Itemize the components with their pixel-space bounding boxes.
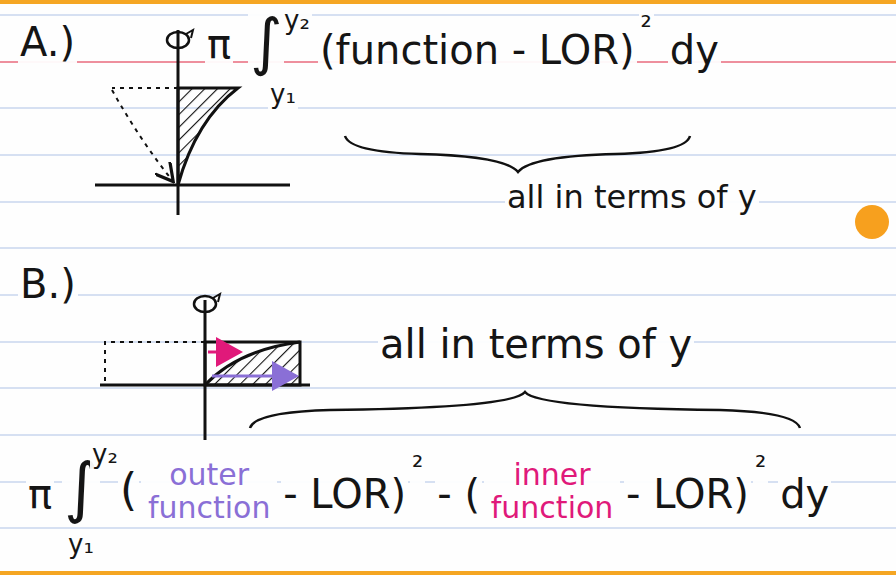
brace [345,136,690,172]
rotation-symbol [186,30,193,38]
pi-symbol: π [205,22,233,66]
page-border [0,0,896,4]
exponent: ² [410,452,425,483]
section-letter: A.) [18,20,77,64]
integrand-part: - LOR) [624,472,751,516]
integrand-part: - ( [435,472,482,516]
ruled-lines [0,15,896,528]
inner-function: inner function [484,458,620,524]
page-border [0,571,896,575]
lower-limit: y₁ [66,530,96,559]
shaded-region [205,342,300,385]
inner-radius-arrow [208,351,240,354]
lower-limit: y₁ [268,80,298,109]
curve [205,342,300,385]
brace [250,392,800,428]
axis-of-rotation [204,300,207,440]
mirror-outline [105,342,205,385]
differential: dy [778,472,831,516]
exponent: ² [639,12,654,43]
rotation-symbol [213,294,220,302]
rotation-symbol [194,296,216,312]
upper-limit: y₂ [282,6,312,35]
pi-symbol: π [26,472,54,516]
integrand: (function - LOR) [318,28,637,72]
outer-function: outer function [141,458,277,524]
upper-limit: y₂ [90,440,120,469]
section-letter: B.) [18,262,78,306]
axis-of-rotation [177,30,180,215]
paren: ( [118,466,139,514]
orange-dot [855,205,889,239]
rotation-symbol [167,32,189,48]
x-axis [100,384,310,387]
mirror-outline [112,90,172,180]
integrand-part: - LOR) [281,472,408,516]
differential: dy [668,28,721,72]
integral-sign: ∫ [248,8,284,76]
mirror-outline [112,87,178,89]
x-axis [95,184,290,187]
region-outline [205,342,300,385]
solid-of-revolution-b [100,294,310,440]
annotation: all in terms of y [505,180,759,215]
outer-radius-arrow [212,375,296,378]
annotation: all in terms of y [378,322,694,366]
exponent: ² [753,452,768,483]
shaded-region [178,88,238,185]
